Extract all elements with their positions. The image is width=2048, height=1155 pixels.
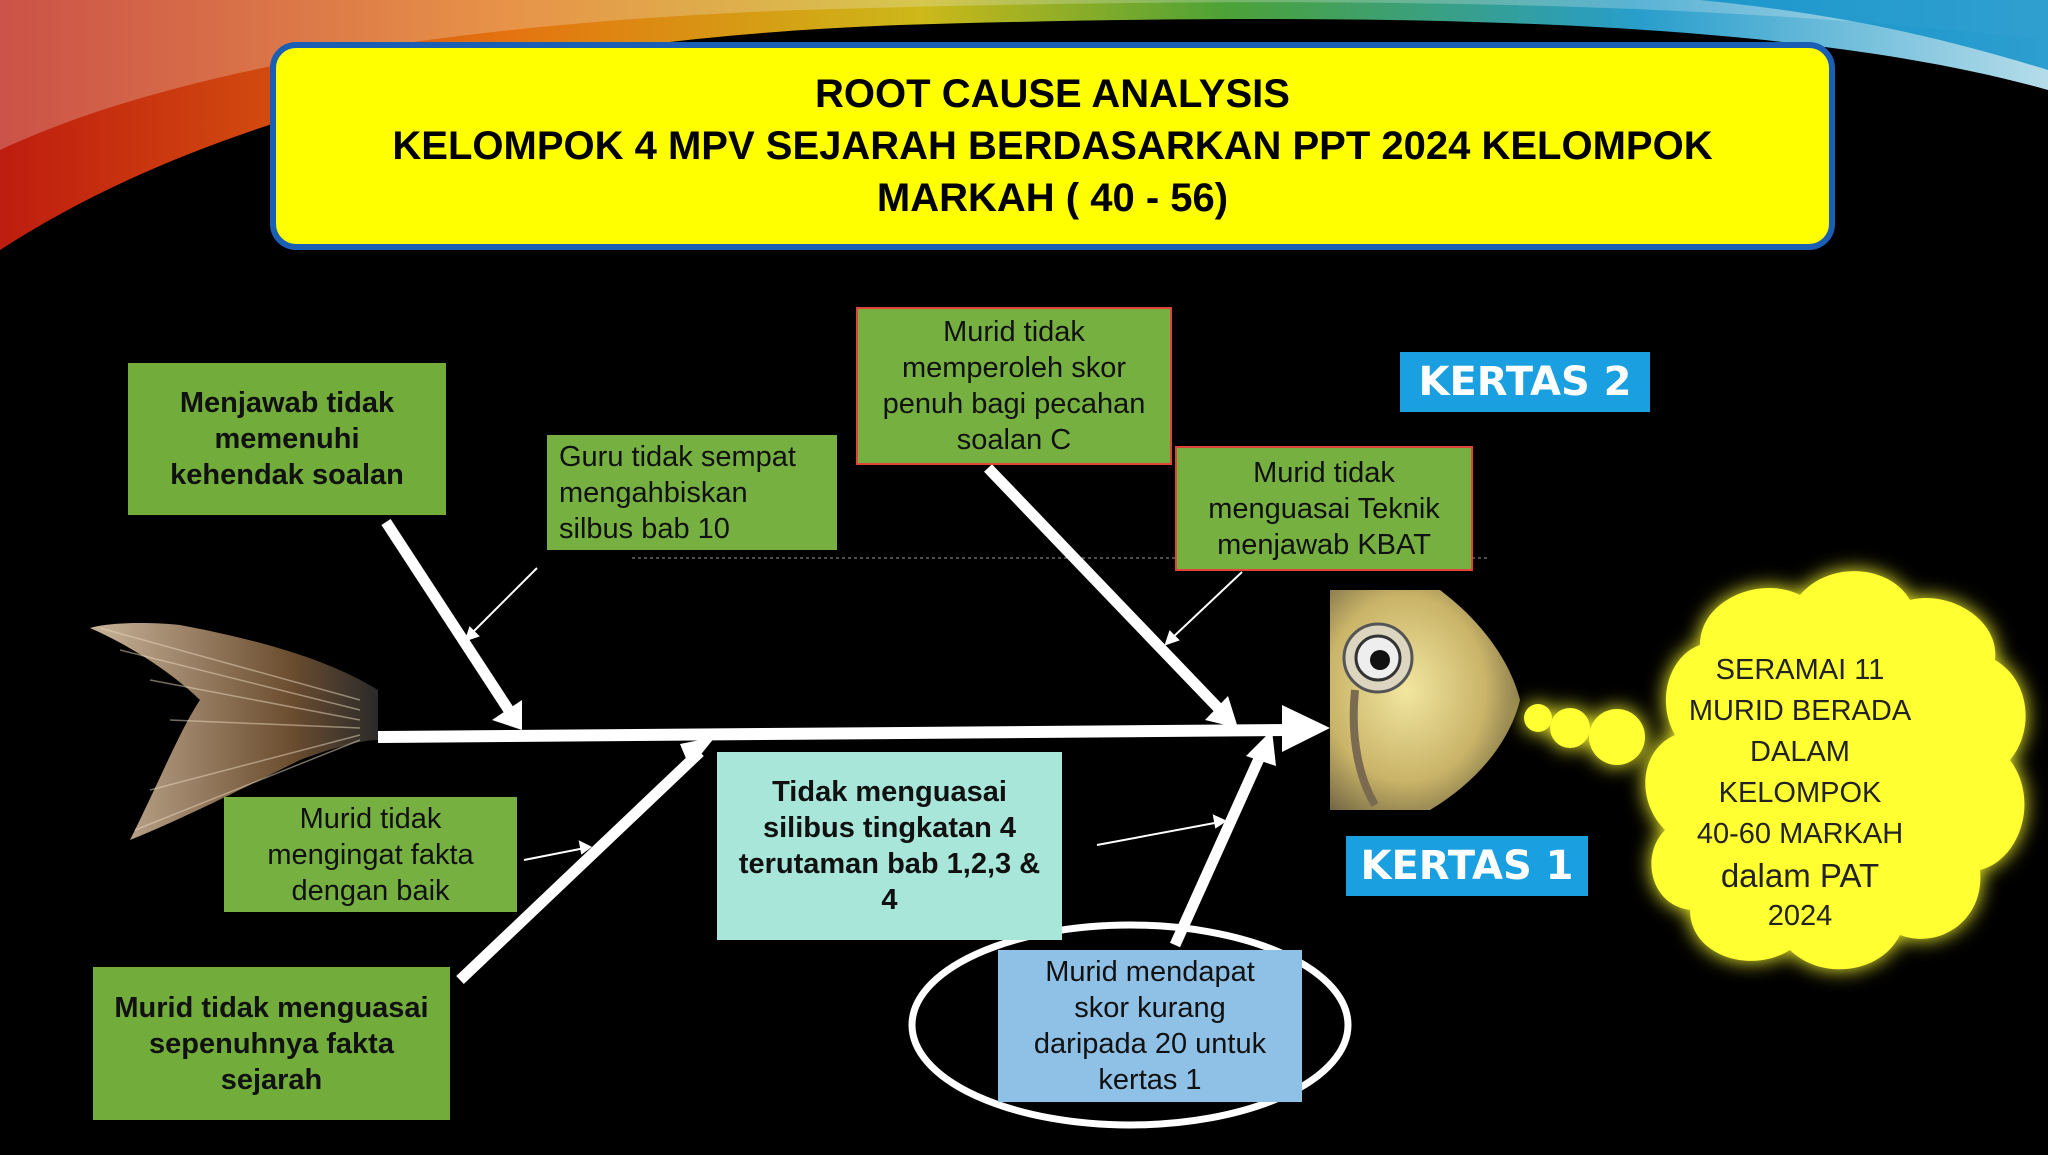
cause-text: kertas 1 <box>1098 1064 1202 1096</box>
cause-text: kehendak soalan <box>170 459 404 491</box>
cause-text: Guru tidak sempat <box>559 440 796 473</box>
bone-upper-right <box>984 464 1226 716</box>
cause-text: skor kurang <box>1074 992 1226 1024</box>
cause-text: 4 <box>881 884 898 916</box>
cause-text: Menjawab tidak <box>179 387 395 419</box>
cause-skor-kurang-box: Murid mendapat skor kurang daripada 20 u… <box>998 950 1302 1102</box>
cause-text: penuh bagi pecahan <box>882 388 1146 420</box>
spine-line <box>377 724 1291 743</box>
cause-silibus-box: Tidak menguasai silibus tingkatan 4 teru… <box>717 752 1062 940</box>
cause-fakta-sejarah-box: Murid tidak menguasai sepenuhnya fakta s… <box>93 967 450 1120</box>
cause-text: memenuhi <box>214 423 360 455</box>
cause-text: silbus bab 10 <box>559 512 730 545</box>
cause-text: menjawab KBAT <box>1217 528 1431 561</box>
cause-skor-penuh-box: Murid tidak memperoleh skor penuh bagi p… <box>856 307 1172 465</box>
result-line: SERAMAI 11 <box>1715 654 1885 686</box>
spine-arrowhead <box>1282 705 1330 752</box>
bone-lower-left <box>456 748 704 984</box>
cause-text: daripada 20 untuk <box>1033 1028 1267 1060</box>
title-banner: ROOT CAUSE ANALYSIS KELOMPOK 4 MPV SEJAR… <box>270 42 1835 250</box>
kertas-1-label: KERTAS 1 <box>1346 836 1588 896</box>
result-line: dalam PAT <box>1720 857 1880 894</box>
result-line: DALAM <box>1750 736 1850 768</box>
highlight-ellipse <box>908 921 1352 1129</box>
cause-menjawab-box: Menjawab tidak memenuhi kehendak soalan <box>128 363 446 515</box>
result-line: KELOMPOK <box>1718 777 1882 809</box>
bone-lower-right-head <box>1246 730 1276 766</box>
cause-text: Murid tidak <box>943 316 1085 348</box>
bone-upper-left <box>381 518 515 716</box>
bone-upper-left-head <box>492 700 522 730</box>
cause-teknik-box: Murid tidak menguasai Teknik menjawab KB… <box>1175 446 1473 571</box>
cause-text: Murid tidak <box>1253 456 1395 489</box>
kertas-2-label: KERTAS 2 <box>1400 352 1650 412</box>
fish-tail-image <box>90 623 378 840</box>
cause-text: mengahbiskan <box>559 476 748 509</box>
cause-text: mengingat fakta <box>267 838 474 871</box>
cause-text: memperoleh skor <box>901 352 1127 384</box>
result-text: SERAMAI 11 MURID BERADA DALAM KELOMPOK 4… <box>1650 650 1950 937</box>
cause-guru-box: Guru tidak sempat mengahbiskan silbus ba… <box>547 435 837 550</box>
title-line-2: KELOMPOK 4 MPV SEJARAH BERDASARKAN PPT 2… <box>392 124 1713 168</box>
cause-text: silibus tingkatan 4 <box>763 812 1016 844</box>
bone-lower-left-head <box>680 737 715 768</box>
cause-text: sepenuhnya fakta <box>149 1027 394 1060</box>
cause-text: dengan baik <box>291 874 450 907</box>
bone-lower-right <box>1169 749 1268 948</box>
cause-text: terutaman bab 1,2,3 & <box>738 848 1041 880</box>
cause-text: Murid tidak <box>299 802 442 835</box>
cause-text: sejarah <box>220 1063 323 1096</box>
result-line: MURID BERADA <box>1688 695 1912 727</box>
cause-text: Tidak menguasai <box>772 776 1007 808</box>
cause-text: soalan C <box>956 424 1072 456</box>
result-line: 40-60 MARKAH <box>1696 818 1904 850</box>
cause-text: menguasai Teknik <box>1208 492 1440 525</box>
result-cloud <box>1524 571 2026 970</box>
cause-text: Murid tidak menguasai <box>114 991 429 1024</box>
cause-text: Murid mendapat <box>1045 956 1255 988</box>
title-line-3: MARKAH ( 40 - 56) <box>876 176 1229 220</box>
title-line-1: ROOT CAUSE ANALYSIS <box>815 72 1290 116</box>
cause-ingat-fakta-box: Murid tidak mengingat fakta dengan baik <box>224 797 517 912</box>
bone-upper-right-head <box>1205 696 1238 728</box>
fish-head-image <box>1330 590 1520 810</box>
result-line: 2024 <box>1767 900 1833 932</box>
